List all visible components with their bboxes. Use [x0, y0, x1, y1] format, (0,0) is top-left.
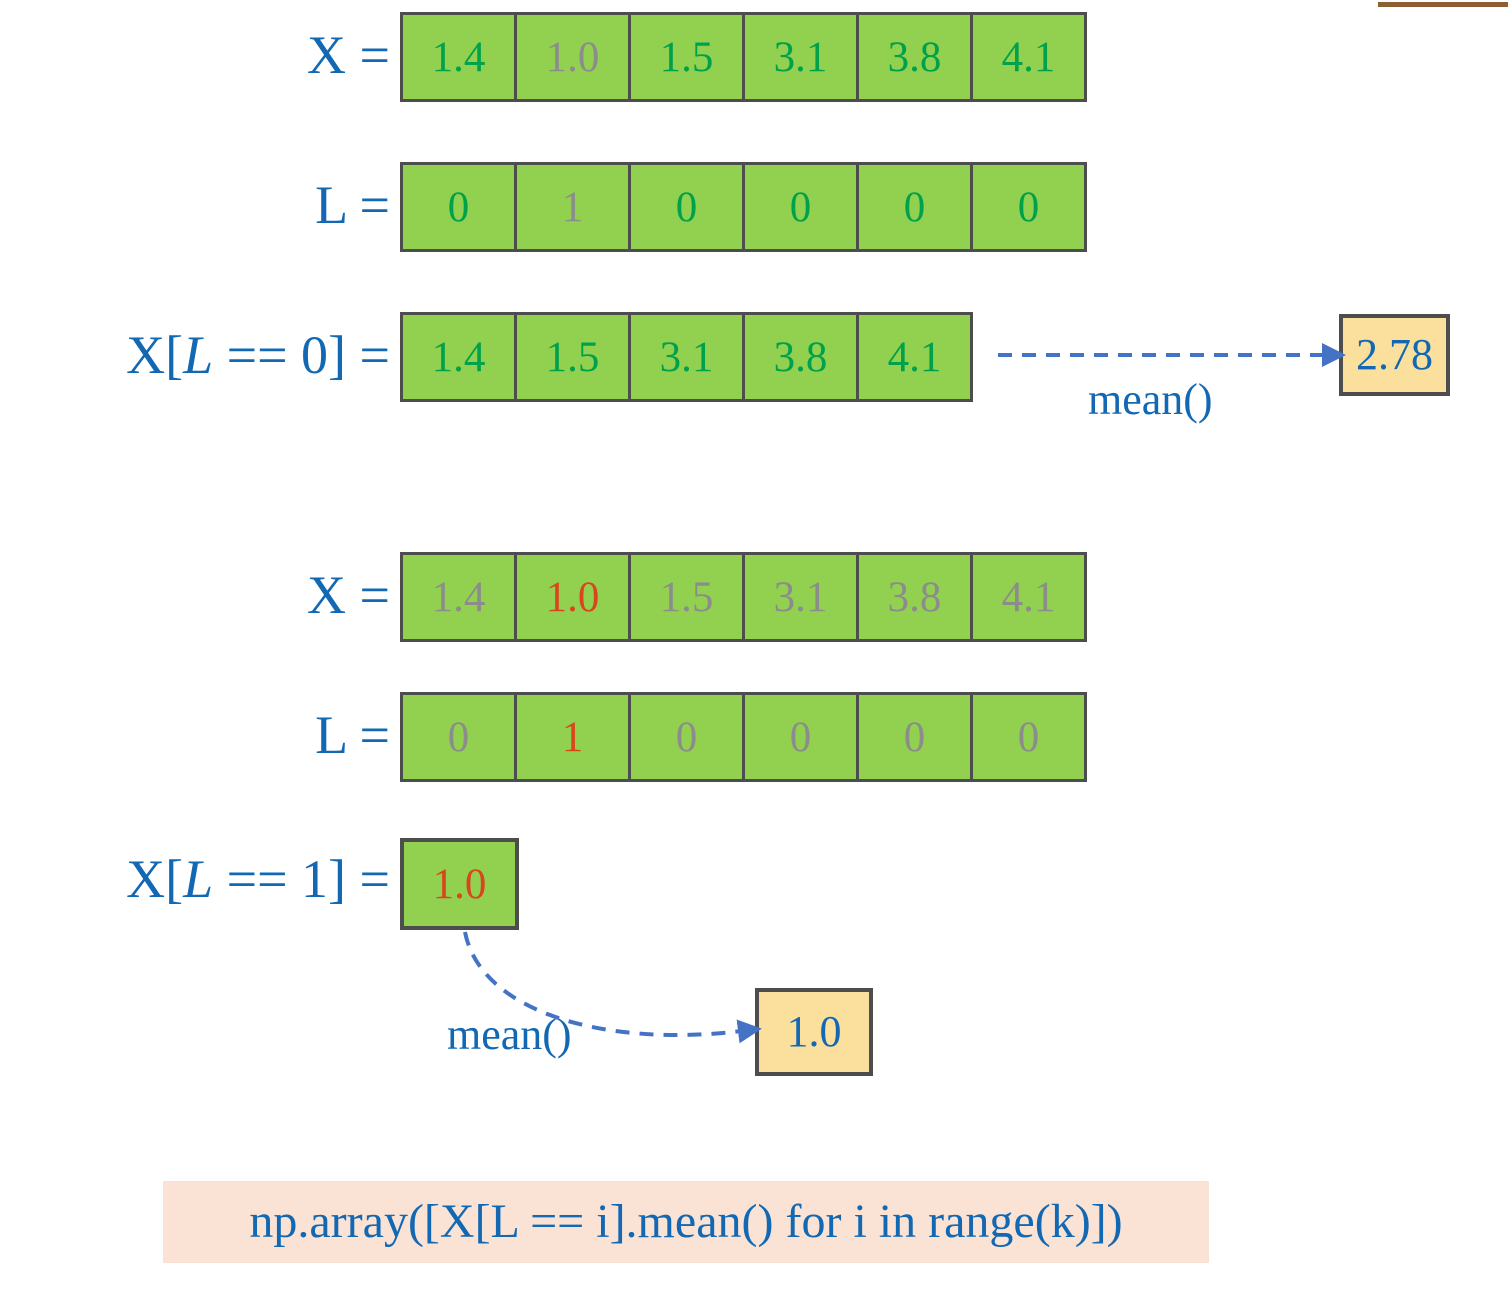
mask-label-suffix: == 1] = — [213, 849, 390, 909]
array-cell: 1 — [517, 695, 631, 779]
mask-label-prefix: X[ — [126, 325, 184, 385]
array-cell: 1.5 — [517, 315, 631, 399]
mean-operation-label-second: mean() — [447, 1010, 572, 1059]
array-cell: 1.4 — [403, 15, 517, 99]
row-label-x-first: X = — [307, 25, 390, 85]
array-cell: 4.1 — [973, 15, 1084, 99]
code-snippet-text: np.array([X[L == i].mean() for i in rang… — [249, 1195, 1123, 1248]
array-cell: 0 — [403, 165, 517, 249]
array-l-first: 0 1 0 0 0 0 — [400, 162, 1087, 252]
row-label-x-mask-1: X[L == 1] = — [0, 852, 390, 906]
array-x-masked-1: 1.0 — [400, 838, 519, 930]
mask-label-variable: L — [183, 849, 214, 909]
array-cell: 1 — [517, 165, 631, 249]
array-cell: 3.1 — [631, 315, 745, 399]
array-cell: 1.5 — [631, 555, 745, 639]
array-cell: 0 — [631, 695, 745, 779]
array-cell: 3.8 — [859, 555, 973, 639]
code-snippet-band: np.array([X[L == i].mean() for i in rang… — [163, 1181, 1209, 1263]
array-cell: 0 — [403, 695, 517, 779]
mean-operation-label-first: mean() — [1088, 375, 1213, 424]
array-cell: 4.1 — [973, 555, 1084, 639]
array-cell: 0 — [745, 695, 859, 779]
row-label-l-second: L = — [315, 705, 390, 765]
mask-label-variable: L — [183, 325, 214, 385]
array-cell: 0 — [973, 695, 1084, 779]
top-rule-artifact — [1378, 2, 1508, 7]
array-cell: 0 — [859, 695, 973, 779]
array-cell: 0 — [973, 165, 1084, 249]
array-cell: 1.4 — [403, 555, 517, 639]
array-cell: 0 — [859, 165, 973, 249]
result-box-mean-cluster-1: 1.0 — [755, 988, 873, 1076]
row-label-x-mask-0: X[L == 0] = — [0, 328, 390, 382]
array-cell: 4.1 — [859, 315, 970, 399]
array-cell: 3.8 — [745, 315, 859, 399]
array-cell: 1.0 — [517, 15, 631, 99]
array-cell: 3.8 — [859, 15, 973, 99]
mask-label-suffix: == 0] = — [213, 325, 390, 385]
array-cell: 0 — [745, 165, 859, 249]
array-l-second: 0 1 0 0 0 0 — [400, 692, 1087, 782]
array-cell: 1.0 — [517, 555, 631, 639]
array-cell: 3.1 — [745, 555, 859, 639]
row-label-l-first: L = — [315, 175, 390, 235]
array-cell: 1.5 — [631, 15, 745, 99]
result-box-mean-cluster-0: 2.78 — [1339, 314, 1450, 396]
array-cell: 1.4 — [403, 315, 517, 399]
array-x-masked-0: 1.4 1.5 3.1 3.8 4.1 — [400, 312, 973, 402]
mask-label-prefix: X[ — [126, 849, 184, 909]
array-x-first: 1.4 1.0 1.5 3.1 3.8 4.1 — [400, 12, 1087, 102]
row-label-x-second: X = — [307, 565, 390, 625]
array-cell: 3.1 — [745, 15, 859, 99]
array-cell: 0 — [631, 165, 745, 249]
array-x-second: 1.4 1.0 1.5 3.1 3.8 4.1 — [400, 552, 1087, 642]
